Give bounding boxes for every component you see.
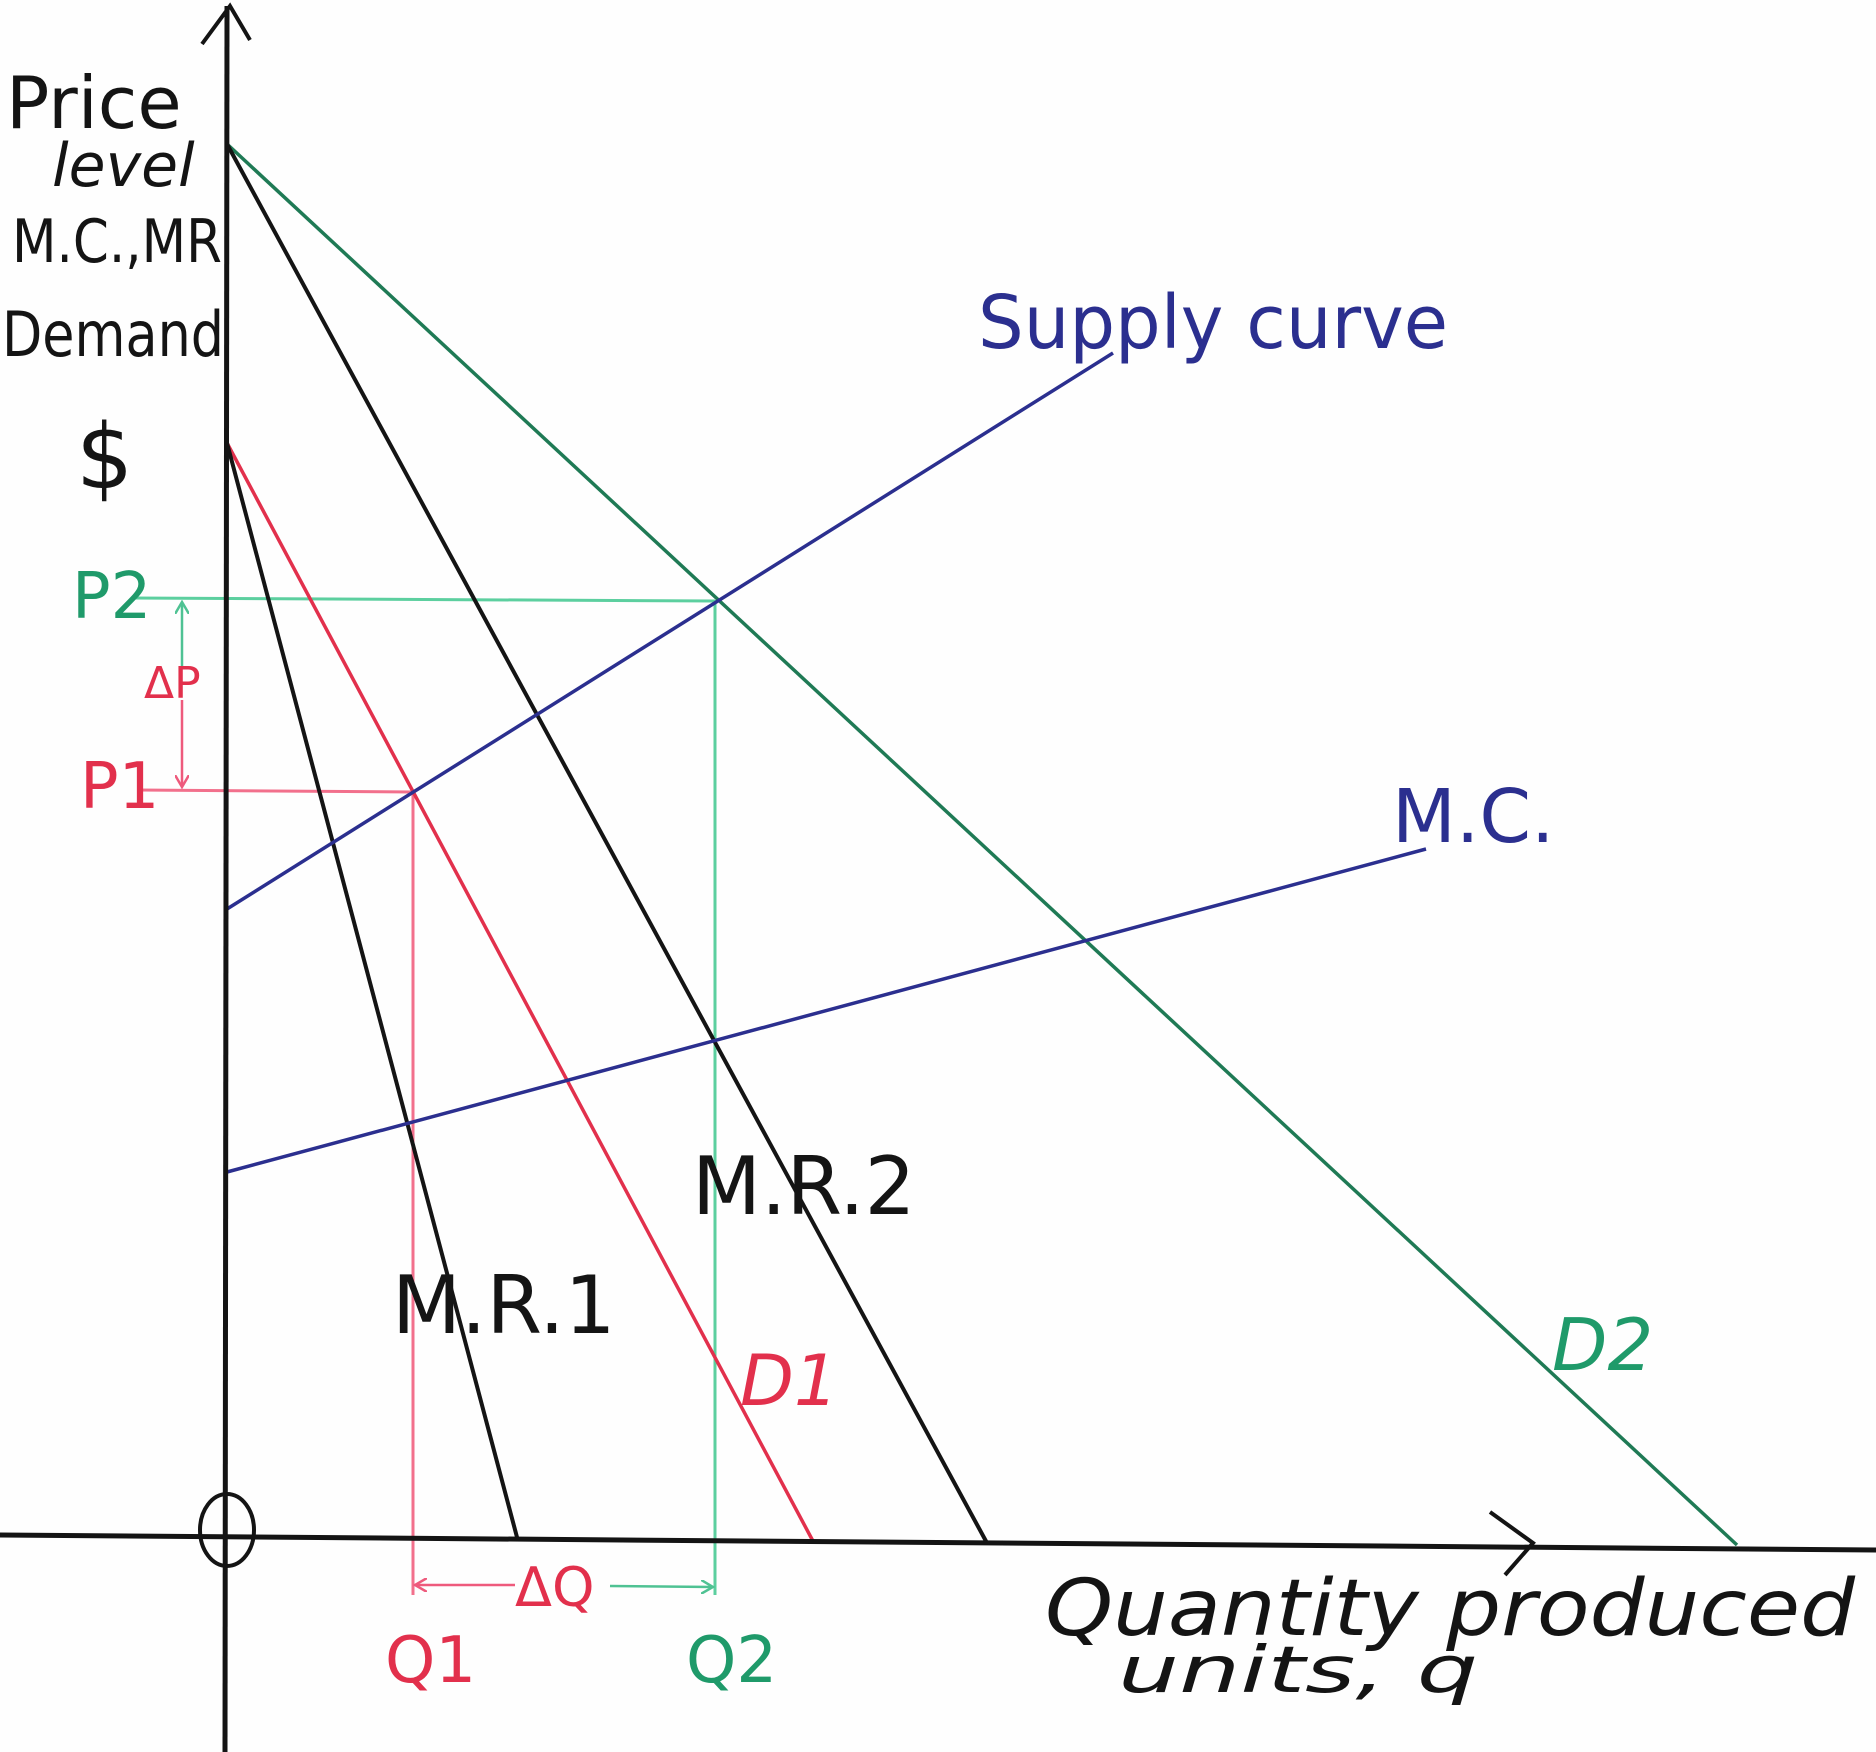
x-axis-label-line-2: units, q	[1118, 1634, 1478, 1708]
supply-curve-label: Supply curve	[978, 280, 1448, 366]
x-axis-arrowhead	[1488, 1510, 1536, 1577]
delta-p-label: ΔP	[144, 658, 201, 709]
p2-guide-horizontal	[131, 596, 716, 603]
marginal-revenue-1-line	[225, 442, 520, 1542]
delta-q-arrow-right	[609, 1586, 713, 1587]
marginal-cost-line	[226, 847, 1427, 1174]
marginal-revenue-1-label: M.R.1	[392, 1259, 616, 1352]
y-axis	[222, 5, 230, 1752]
y-axis-unit-label: $	[76, 405, 133, 510]
marginal-revenue-2-label: M.R.2	[692, 1140, 916, 1233]
p1-guide-horizontal	[137, 788, 414, 794]
y-axis-label-line-4: Demand	[2, 298, 224, 371]
demand-1-line	[225, 442, 816, 1544]
supply-curve-line	[226, 351, 1114, 911]
origin-marker	[198, 1492, 256, 1568]
marginal-revenue-2-line	[225, 143, 989, 1544]
y-axis-label-line-2: level	[52, 131, 195, 201]
demand-2-line	[225, 142, 1739, 1547]
y-axis-arrowhead	[200, 2, 252, 46]
y-axis-label-line-3: M.C.,MR	[12, 207, 222, 277]
marginal-cost-label: M.C.	[1392, 774, 1555, 860]
q1-label: Q1	[385, 1624, 476, 1698]
x-axis	[0, 1532, 1876, 1553]
demand-1-label: D1	[740, 1340, 838, 1422]
p2-label: P2	[72, 560, 151, 634]
y-axis-label-line-1: Price	[6, 61, 182, 145]
demand-2-label: D2	[1552, 1303, 1653, 1387]
delta-q-label: ΔQ	[515, 1556, 594, 1619]
p1-label: P1	[80, 750, 159, 824]
q2-label: Q2	[686, 1624, 777, 1698]
x-axis-label-line-1: Quantity produced	[1045, 1564, 1856, 1654]
